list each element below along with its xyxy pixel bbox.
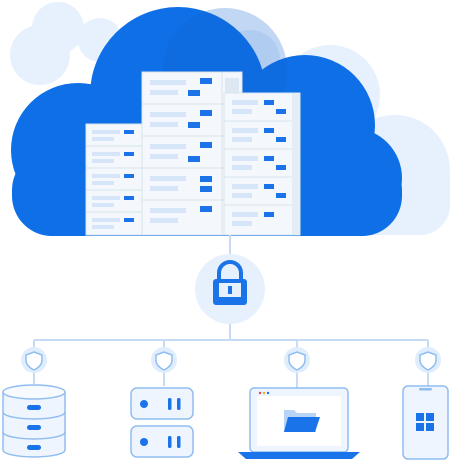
server-tower-right — [223, 92, 301, 236]
folder-icon — [284, 410, 320, 432]
padlock-icon — [195, 254, 265, 324]
windows-logo-icon — [416, 413, 434, 431]
shield-icon-laptop — [284, 347, 310, 373]
shield-icon-database — [21, 347, 47, 373]
laptop-icon — [238, 387, 360, 459]
shield-icon-server — [151, 347, 177, 373]
smartphone-icon — [402, 385, 449, 460]
server-tower-left — [85, 123, 143, 236]
database-icon — [2, 384, 66, 458]
shield-icon-phone — [415, 347, 441, 373]
window-dots — [258, 391, 270, 395]
connector-lines — [33, 235, 429, 388]
server-rack-icon — [85, 71, 301, 236]
server-unit-icon — [130, 387, 194, 458]
